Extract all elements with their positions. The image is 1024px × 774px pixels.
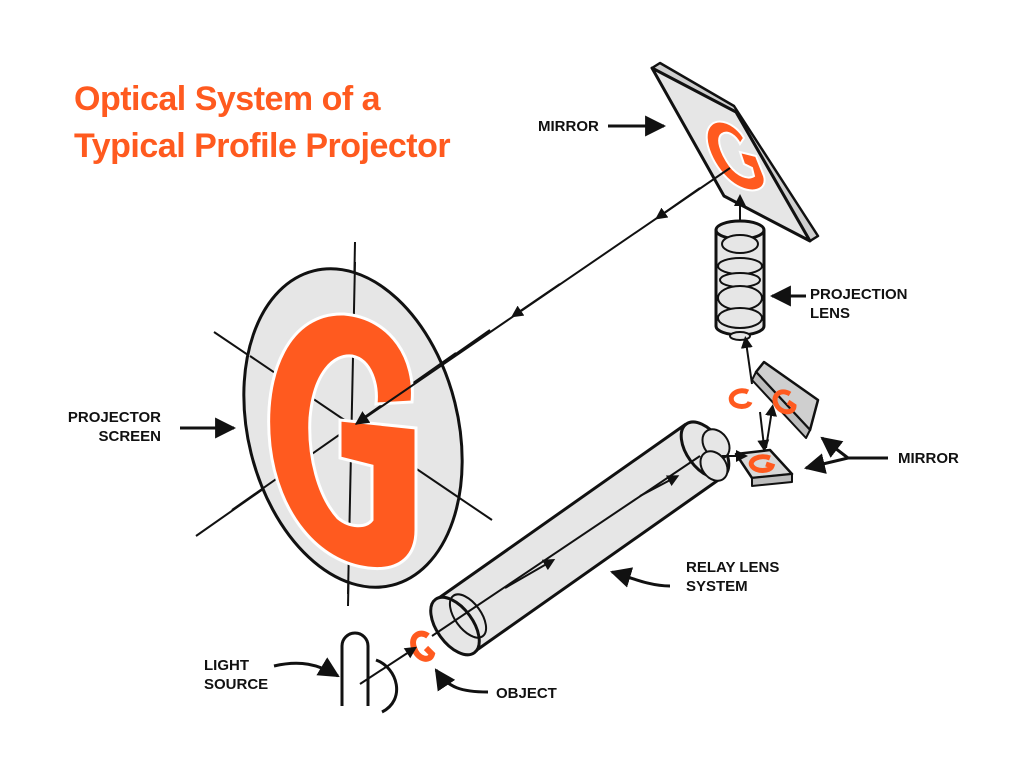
g-letter-object xyxy=(410,630,436,662)
label-pointers xyxy=(180,115,888,694)
label-projection-lens-line2: LENS xyxy=(810,305,851,322)
light-path xyxy=(354,167,777,685)
projector-screen xyxy=(195,241,493,607)
title-line-1: Optical System of a xyxy=(74,80,381,118)
label-projector-screen-line2: SCREEN xyxy=(98,428,161,445)
upper-right-mirror xyxy=(751,360,820,439)
label-relay-lens-system: RELAY LENS SYSTEM xyxy=(686,558,779,596)
label-projector-screen-line1: PROJECTOR xyxy=(67,409,161,426)
projection-lens-stack xyxy=(714,219,766,341)
label-mirror-right: MIRROR xyxy=(898,450,959,467)
label-projection-lens-line1: PROJECTION xyxy=(810,286,908,303)
label-light-source-line2: SOURCE xyxy=(204,676,269,693)
top-mirror xyxy=(650,61,820,243)
g-letter-mirror xyxy=(705,120,766,192)
label-light-source: LIGHT SOURCE xyxy=(204,656,268,694)
relay-lens-tube xyxy=(429,420,731,657)
label-projector-screen: PROJECTOR SCREEN xyxy=(56,408,161,446)
label-object: OBJECT xyxy=(496,685,557,702)
label-relay-lens-line2: SYSTEM xyxy=(686,578,748,595)
label-relay-lens-line1: RELAY LENS xyxy=(686,559,780,576)
label-mirror-top: MIRROR xyxy=(538,118,599,135)
lower-right-mirror xyxy=(734,448,794,487)
g-letter-large xyxy=(267,312,418,571)
g-letter-intermediate xyxy=(728,388,753,409)
label-light-source-line1: LIGHT xyxy=(204,657,249,674)
label-projection-lens: PROJECTION LENS xyxy=(810,285,908,323)
title-line-2: Typical Profile Projector xyxy=(74,127,451,165)
light-source xyxy=(340,631,399,714)
